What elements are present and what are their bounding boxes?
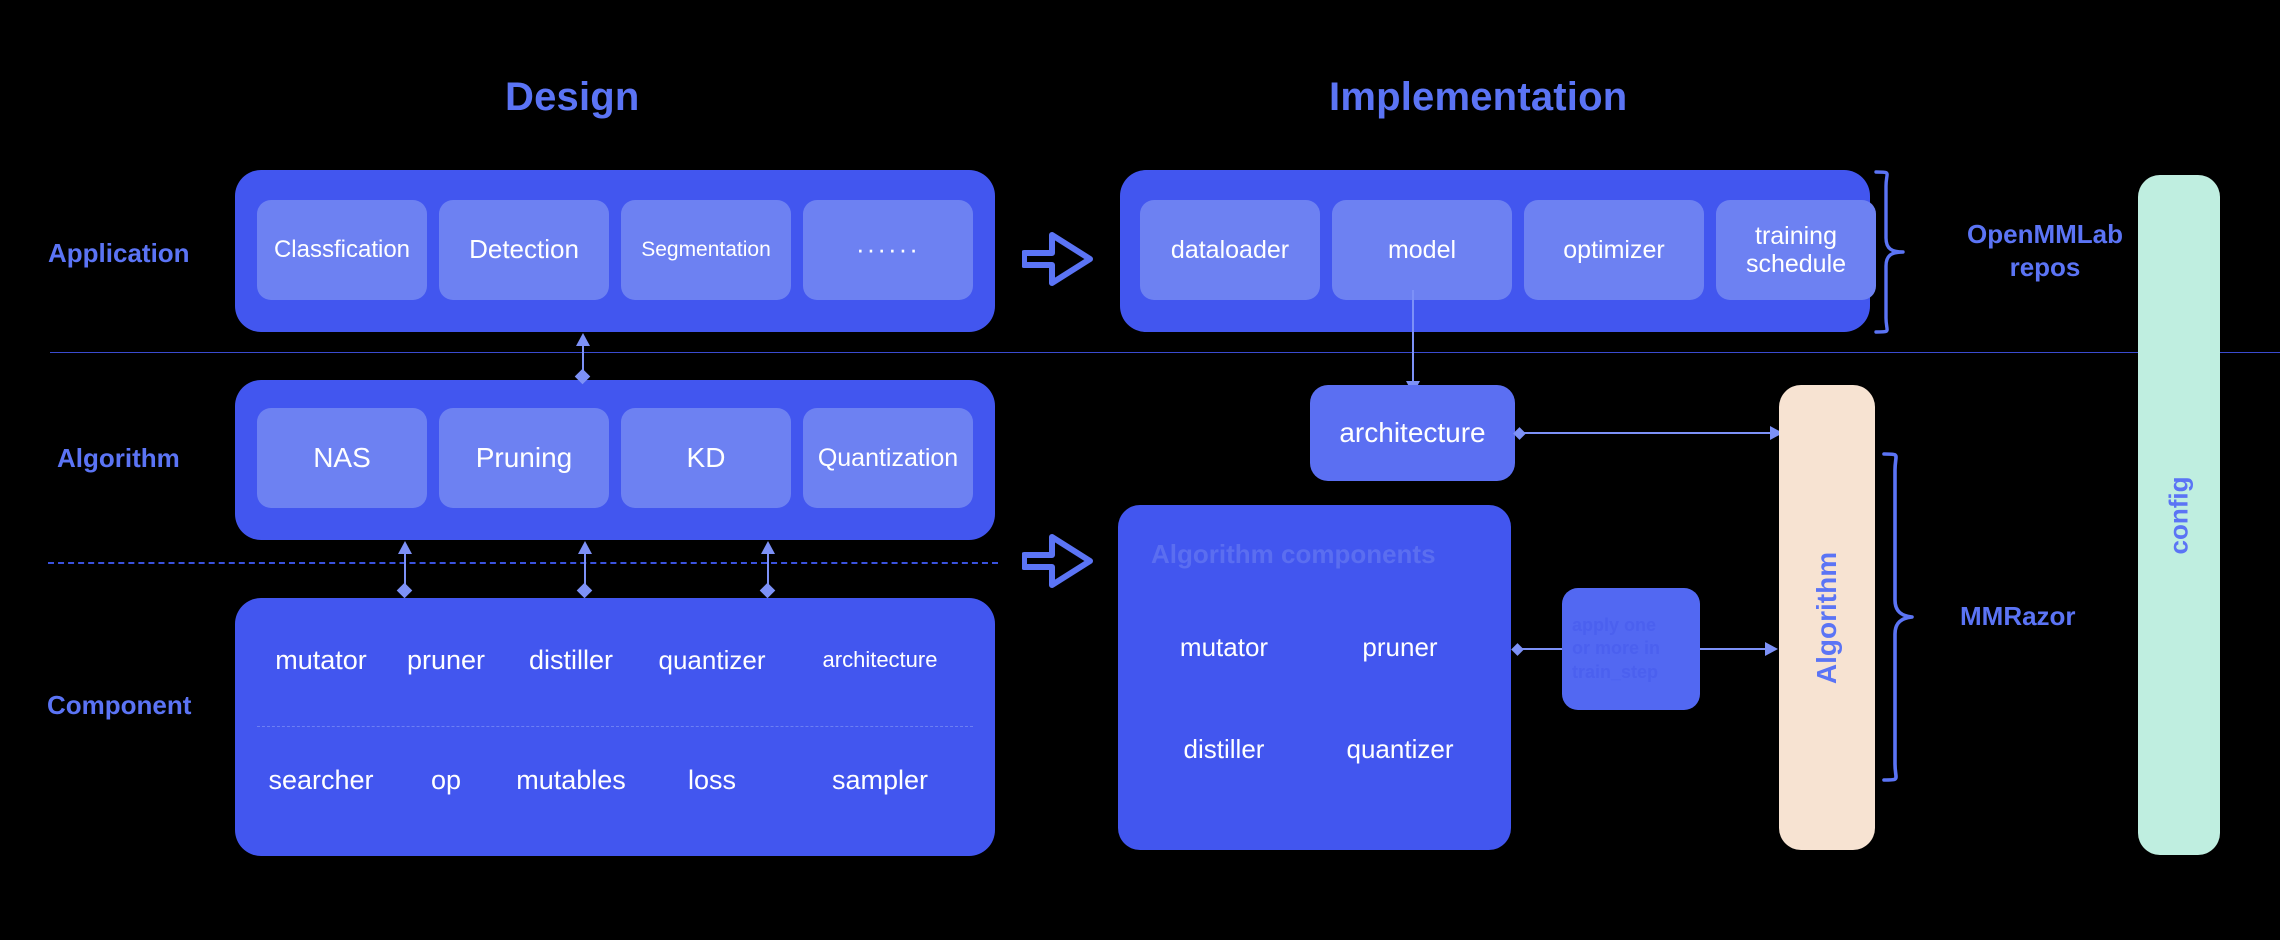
config-vertical-bar: config <box>2138 175 2220 855</box>
design-algo-chip-quantization[interactable]: Quantization <box>803 408 973 508</box>
dashed-divider-line <box>48 562 998 564</box>
design-algo-chip-kd[interactable]: KD <box>621 408 791 508</box>
design-component-item-distiller[interactable]: distiller <box>528 644 614 675</box>
impl-algorithm-components-box: Algorithm components mutator pruner dist… <box>1118 505 1511 850</box>
apply-note-line-3: train_step <box>1572 661 1659 682</box>
design-component-item-sampler[interactable]: sampler <box>831 764 929 795</box>
impl-algorithm-bar-label: Algorithm <box>1811 551 1842 684</box>
config-bar-label: config <box>2163 476 2194 554</box>
design-component-item-op[interactable]: op <box>430 764 462 795</box>
design-column-title: Design <box>505 75 640 119</box>
row-label-algorithm: Algorithm <box>57 443 180 473</box>
impl-algorithm-components-title: Algorithm components <box>1151 539 1436 569</box>
block-arrow-right-icon-bottom <box>1021 528 1094 599</box>
impl-app-chip-training-schedule[interactable]: training schedule <box>1716 200 1876 300</box>
impl-algo-comp-pruner[interactable]: pruner <box>1362 631 1438 662</box>
design-component-item-architecture[interactable]: architecture <box>822 647 938 672</box>
implementation-column-title: Implementation <box>1329 75 1628 119</box>
apply-note-line-2: or more in <box>1572 638 1661 659</box>
impl-app-chip-optimizer[interactable]: optimizer <box>1524 200 1704 300</box>
design-algorithm-panel: NAS Pruning KD Quantization <box>235 380 995 540</box>
openmmlab-repos-line-1: OpenMMLab <box>1967 219 2123 249</box>
block-arrow-right-icon-top <box>1021 226 1094 297</box>
impl-algo-comp-distiller[interactable]: distiller <box>1183 733 1265 764</box>
impl-algo-comp-quantizer[interactable]: quantizer <box>1346 733 1454 764</box>
design-app-chip-ellipsis[interactable]: ······ <box>803 200 973 300</box>
design-component-panel: mutator pruner distiller quantizer archi… <box>235 598 995 856</box>
design-algo-chip-nas[interactable]: NAS <box>257 408 427 508</box>
design-app-chip-classification[interactable]: Classfication <box>257 200 427 300</box>
design-algo-chip-pruning[interactable]: Pruning <box>439 408 609 508</box>
row-label-application: Application <box>48 238 190 268</box>
mmrazor-label: MMRazor <box>1960 601 2076 631</box>
design-component-item-searcher[interactable]: searcher <box>268 764 374 795</box>
openmmlab-repos-line-2: repos <box>2009 251 2081 282</box>
curly-brace-icon-mmrazor <box>1880 452 1916 782</box>
design-component-item-mutables[interactable]: mutables <box>516 764 626 795</box>
design-application-panel: Classfication Detection Segmentation ···… <box>235 170 995 332</box>
design-app-chip-detection[interactable]: Detection <box>439 200 609 300</box>
impl-apply-note-box: apply one or more in train_step <box>1562 588 1700 710</box>
impl-algo-comp-mutator[interactable]: mutator <box>1179 631 1269 662</box>
openmmlab-repos-label: OpenMMLab repos <box>1930 218 2160 283</box>
impl-architecture-box[interactable]: architecture <box>1310 385 1515 481</box>
design-component-item-quantizer[interactable]: quantizer <box>658 644 766 675</box>
design-component-item-mutator[interactable]: mutator <box>275 644 367 675</box>
component-inner-dashed-divider <box>257 726 973 727</box>
section-divider-line <box>50 352 2280 353</box>
design-component-item-loss[interactable]: loss <box>687 764 736 795</box>
impl-algorithm-vertical-bar: Algorithm <box>1779 385 1875 850</box>
apply-note-line-1: apply one <box>1572 615 1657 636</box>
row-label-component: Component <box>47 690 192 720</box>
design-app-chip-segmentation[interactable]: Segmentation <box>621 200 791 300</box>
impl-app-chip-dataloader[interactable]: dataloader <box>1140 200 1320 300</box>
design-component-item-pruner[interactable]: pruner <box>406 644 486 675</box>
curly-brace-icon-openmmlab <box>1872 170 1908 334</box>
impl-application-panel: dataloader model optimizer training sche… <box>1120 170 1876 332</box>
impl-app-chip-model[interactable]: model <box>1332 200 1512 300</box>
